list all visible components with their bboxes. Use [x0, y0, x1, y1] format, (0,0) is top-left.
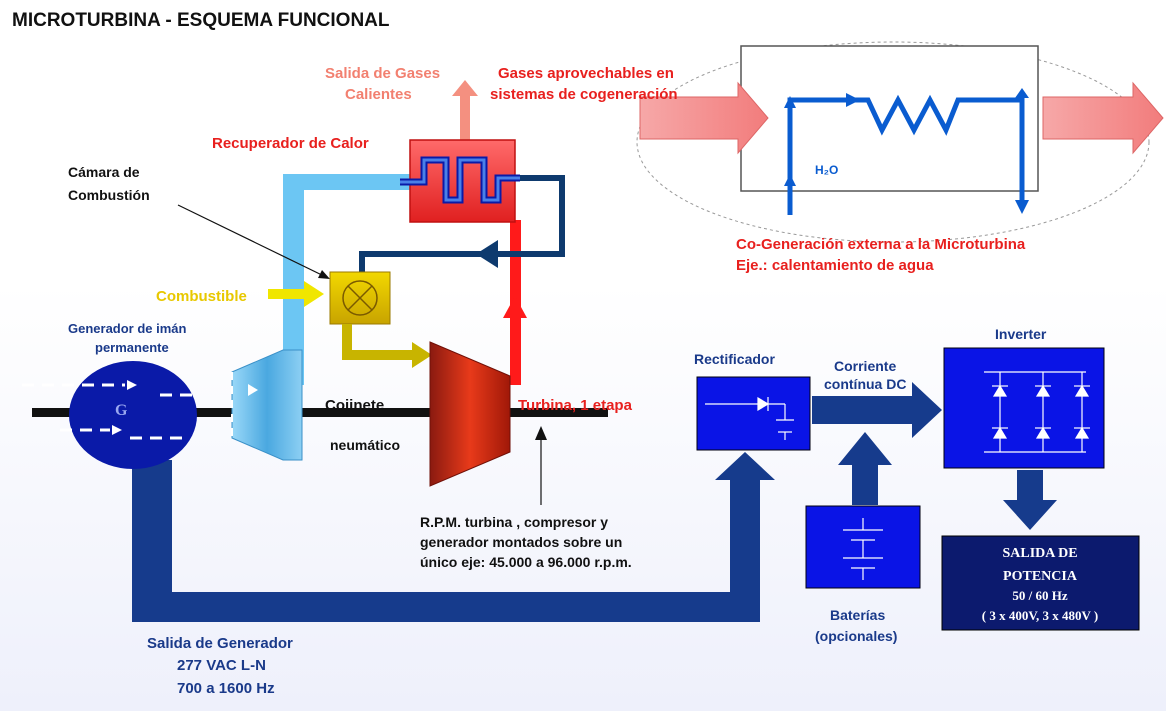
compressor-flow-arrow — [248, 384, 258, 396]
rpm-leader-arrowhead — [535, 426, 547, 440]
generator-field-arrow-2 — [112, 425, 122, 435]
power-output-line2: POTENCIA — [1003, 569, 1078, 584]
rpm-note-line2: generador montados sobre un — [420, 534, 622, 550]
rpm-note-line1: R.P.M. turbina , compresor y — [420, 514, 608, 530]
preheated-air-arrowhead — [476, 240, 498, 268]
water-arrowhead-right — [846, 93, 860, 107]
power-output-line4: ( 3 x 400V, 3 x 480V ) — [982, 608, 1099, 623]
cogeneration-boundary — [636, 41, 1150, 243]
generator-output-line1: Salida de Generador — [147, 635, 293, 652]
rectifier-box — [696, 376, 811, 451]
battery-icon — [843, 518, 883, 580]
hot-gas-inlet-arrow — [639, 81, 769, 155]
combustion-burner-icon — [342, 280, 378, 316]
turbine-label: Turbina, 1 etapa — [518, 397, 633, 414]
diode-icon — [705, 396, 794, 440]
cogen-gases-line2: sistemas de cogeneración — [490, 86, 678, 103]
power-output-line1: SALIDA DE — [1002, 546, 1077, 561]
page-title: MICROTURBINA - ESQUEMA FUNCIONAL — [12, 10, 390, 31]
h2o-label: H₂O — [815, 163, 838, 177]
combustion-leader-line — [177, 204, 329, 279]
inverter-label: Inverter — [995, 326, 1047, 342]
dc-current-line2: contínua DC — [824, 376, 906, 392]
exhaust-line2: Calientes — [345, 86, 412, 103]
generator-field-arrow-1 — [127, 380, 137, 390]
water-arrowhead-corner — [1015, 88, 1029, 98]
generator-output-line3: 700 a 1600 Hz — [177, 680, 275, 697]
recuperator-serpentine-core — [400, 158, 520, 202]
preheated-air-loop — [359, 175, 565, 274]
fuel-label: Combustible — [156, 288, 247, 305]
water-arrowhead-down — [1015, 200, 1029, 214]
turbine — [429, 341, 511, 487]
generator — [69, 361, 197, 469]
generator-line2: permanente — [95, 340, 169, 355]
generator-symbol: G — [115, 402, 128, 419]
bearing-line1: Cojinete — [325, 397, 384, 414]
combustion-chamber-line1: Cámara de — [68, 164, 140, 180]
cogen-external-line2: Eje.: calentamiento de agua — [736, 257, 934, 274]
batteries-line1: Baterías — [830, 607, 885, 623]
rectifier-label: Rectificador — [694, 351, 775, 367]
exhaust-riser-arrowhead — [503, 296, 527, 318]
hot-gas-duct — [342, 324, 432, 368]
fuel-arrow — [268, 281, 324, 307]
water-arrowhead-up — [784, 96, 796, 108]
rpm-note-line3: único eje: 45.000 a 96.000 r.p.m. — [420, 554, 632, 570]
dc-bus-arrow — [812, 382, 942, 438]
main-shaft — [32, 408, 608, 417]
hot-gas-outlet-arrow — [1042, 81, 1164, 155]
combustion-leader-arrowhead — [318, 270, 330, 279]
power-output-line3: 50 / 60 Hz — [1012, 588, 1067, 603]
compressor — [231, 349, 303, 461]
generator-line1: Generador de imán — [68, 321, 187, 336]
batteries-line2: (opcionales) — [815, 628, 897, 644]
inverter-bridge-icon — [984, 371, 1090, 453]
recuperator-label: Recuperador de Calor — [212, 135, 369, 152]
power-output-box — [941, 535, 1140, 631]
exhaust-arrow — [452, 80, 478, 140]
water-arrowhead-up-2 — [784, 174, 796, 186]
bearing-line2: neumático — [330, 437, 400, 453]
burner-cross-b — [347, 285, 373, 311]
generator-output-line2: 277 VAC L-N — [177, 657, 266, 674]
generator-power-path — [132, 452, 775, 622]
inverter-box — [943, 347, 1105, 469]
exhaust-line1: Salida de Gases — [325, 65, 440, 82]
cogen-external-line1: Co-Generación externa a la Microturbina — [736, 236, 1026, 253]
generator-field-lines — [22, 383, 195, 440]
dc-current-line1: Corriente — [834, 358, 896, 374]
combustion-chamber-line2: Combustión — [68, 187, 150, 203]
inverter-output-arrow — [1003, 470, 1057, 530]
cogen-gases-line1: Gases aprovechables en — [498, 65, 674, 82]
battery-up-arrow — [838, 432, 892, 505]
